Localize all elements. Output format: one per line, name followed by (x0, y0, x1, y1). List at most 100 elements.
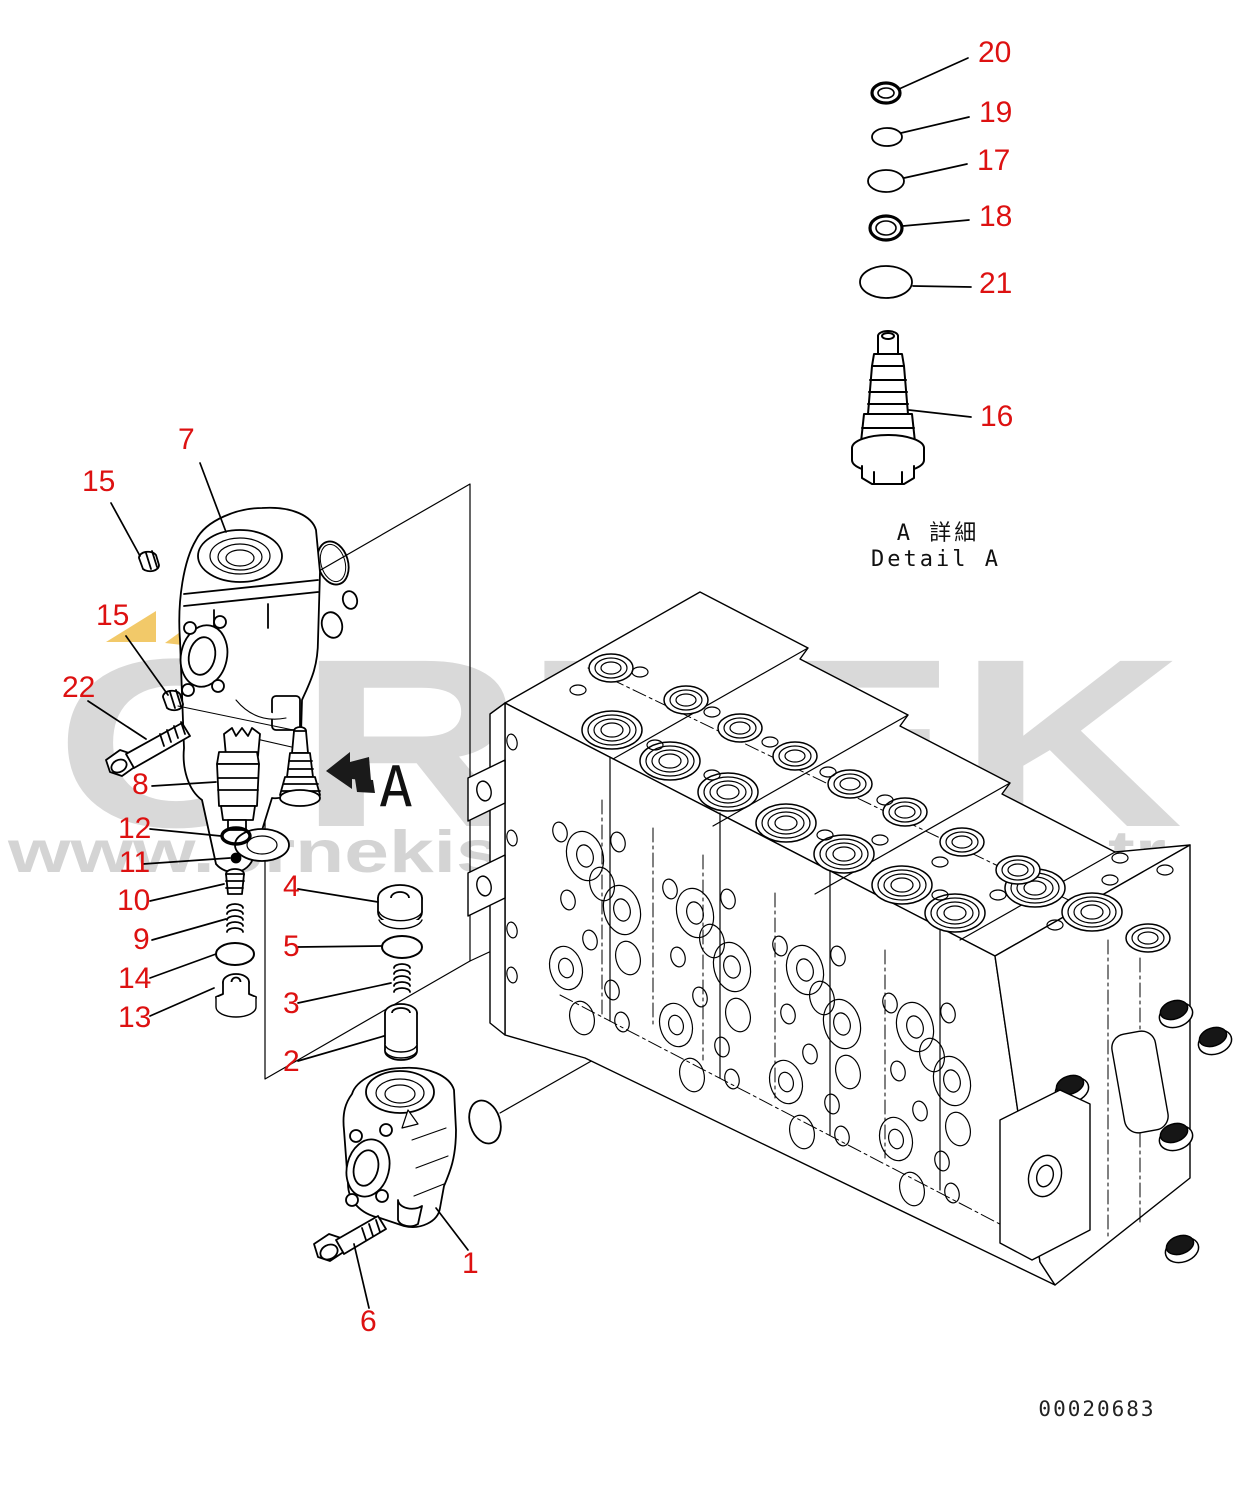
port-hole (755, 803, 817, 843)
callout-leader-10 (149, 883, 225, 902)
port-hole (604, 979, 620, 1001)
o-ring-21 (859, 265, 913, 299)
port-hole (835, 1054, 861, 1090)
o-ring-19 (871, 127, 903, 147)
port-hole (1073, 900, 1111, 924)
port-hole (824, 1093, 840, 1115)
port-hole (581, 710, 643, 750)
port-hole (723, 717, 757, 739)
callout-leader-13 (149, 987, 215, 1017)
port-hole (675, 887, 715, 939)
callout-number-1: 1 (462, 1247, 479, 1280)
port-hole (686, 901, 704, 925)
port-hole (931, 856, 949, 868)
port-hole (931, 889, 949, 901)
port-hole (1131, 927, 1165, 949)
port-hole (600, 661, 622, 675)
callout-leader-9 (151, 918, 227, 941)
port-hole (1156, 864, 1174, 876)
port-hole (589, 866, 615, 902)
port-hole (906, 1015, 924, 1039)
callout-leader-19 (900, 116, 970, 134)
port-hole (899, 1171, 925, 1207)
port-hole (816, 829, 834, 841)
port-hole (944, 1182, 960, 1204)
plug-cap (1198, 1026, 1228, 1048)
callout-number-14: 14 (118, 962, 151, 995)
valve-body-1 (342, 1066, 457, 1228)
callout-number-7: 7 (178, 423, 195, 456)
port-hole (1137, 931, 1159, 945)
callout-number-5: 5 (283, 930, 300, 963)
port-hole (703, 769, 721, 781)
port-hole (813, 834, 875, 874)
port-hole (780, 1003, 796, 1025)
port-hole (714, 1036, 730, 1058)
callout-number-17: 17 (977, 144, 1010, 177)
port-hole (669, 689, 703, 711)
port-hole (552, 821, 568, 843)
port-hole (631, 666, 649, 678)
callout-leader-12 (149, 828, 222, 837)
port-hole (569, 1000, 595, 1036)
callout-number-13: 13 (118, 1001, 151, 1034)
callout-leader-20 (898, 57, 969, 90)
callout-leader-3 (297, 982, 392, 1004)
spring-3 (393, 963, 411, 993)
port-hole (924, 893, 986, 933)
port-hole (819, 838, 869, 870)
main-valve-block (467, 591, 1233, 1286)
callout-number-21: 21 (979, 267, 1012, 300)
drawing-number: 00020683 (1038, 1397, 1155, 1421)
port-hole (895, 1001, 935, 1053)
port-hole (645, 745, 695, 777)
callout-leader-2 (297, 1035, 385, 1062)
port-hole (878, 1116, 914, 1162)
block-port-pattern (506, 653, 1233, 1264)
port-hole (662, 878, 678, 900)
port-hole (936, 901, 974, 925)
port-hole (890, 877, 914, 893)
callout-number-11: 11 (119, 846, 150, 879)
port-hole (697, 772, 759, 812)
port-hole (670, 946, 686, 968)
o-ring-14 (215, 942, 255, 966)
port-hole (1001, 859, 1035, 881)
port-hole (876, 794, 894, 806)
plug-15-upper (138, 550, 160, 573)
port-hole (506, 733, 518, 751)
port-hole (802, 1043, 818, 1065)
port-hole (887, 1128, 905, 1150)
callout-leader-4 (297, 888, 379, 903)
port-hole (833, 1012, 851, 1036)
port-hole (945, 831, 979, 853)
port-hole (576, 844, 594, 868)
port-hole (602, 884, 642, 936)
parts-columns (215, 826, 423, 1061)
port-hole (651, 749, 689, 773)
callout-leader-21 (912, 285, 972, 288)
port-hole (830, 945, 846, 967)
port-hole (1061, 892, 1123, 932)
port-hole (934, 1150, 950, 1172)
callout-leader-6 (353, 1243, 370, 1309)
callout-number-10: 10 (117, 884, 150, 917)
spring-9 (226, 903, 244, 933)
port-hole (1101, 874, 1119, 886)
callout-number-20: 20 (978, 36, 1011, 69)
plug-cap (1165, 1234, 1195, 1256)
port-hole (932, 1055, 972, 1107)
port-hole (1046, 919, 1064, 931)
callout-number-16: 16 (980, 400, 1013, 433)
port-hole (1111, 852, 1129, 864)
sleeve-2 (384, 1003, 418, 1061)
callout-leader-17 (903, 163, 968, 179)
view-arrow-tail (355, 779, 375, 793)
callout-leader-11 (142, 857, 231, 865)
port-hole (772, 935, 788, 957)
port-hole (882, 992, 898, 1014)
port-hole (894, 805, 916, 819)
port-hole (784, 749, 806, 763)
port-hole (582, 929, 598, 951)
